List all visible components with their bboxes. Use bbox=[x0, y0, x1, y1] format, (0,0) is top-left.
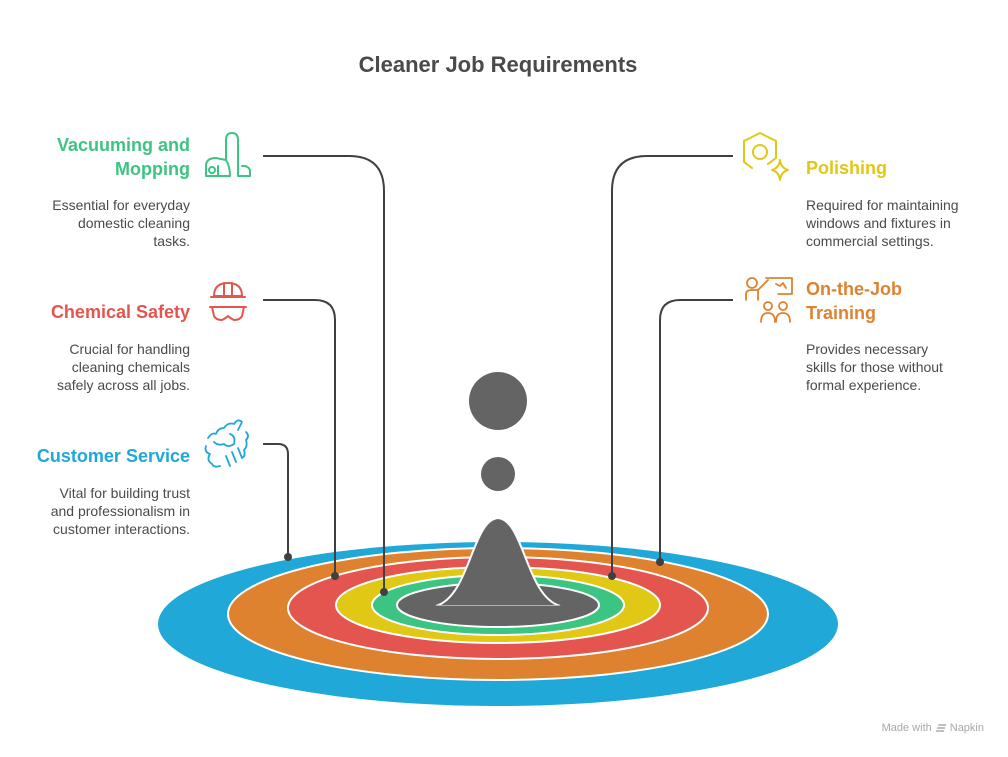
napkin-brand-label: Napkin bbox=[949, 722, 984, 734]
title-line: Polishing bbox=[806, 158, 887, 178]
handshake-icon bbox=[204, 419, 249, 468]
item-title-customer: Customer Service bbox=[10, 444, 190, 468]
item-desc-vacuuming: Essential for everyday domestic cleaning… bbox=[20, 196, 190, 250]
title-line: Vacuuming and bbox=[56, 135, 190, 155]
title-line: Customer Service bbox=[36, 446, 190, 466]
desc-line: Required for maintaining bbox=[806, 197, 959, 213]
made-with-label: Made with bbox=[881, 722, 932, 734]
desc-line: windows and fixtures in bbox=[806, 215, 951, 231]
desc-line: Vital for building trust bbox=[59, 485, 190, 501]
item-title-polishing: Polishing bbox=[806, 156, 996, 180]
desc-line: Crucial for handling bbox=[69, 341, 190, 357]
connector-dot-chemical bbox=[331, 572, 339, 580]
title-line: On-the-Job bbox=[806, 279, 902, 299]
desc-line: tasks. bbox=[153, 233, 190, 249]
item-title-training: On-the-Job Training bbox=[806, 277, 996, 325]
item-desc-customer: Vital for building trust and professiona… bbox=[10, 484, 190, 538]
diagram-title: Cleaner Job Requirements bbox=[358, 52, 638, 77]
desc-line: Essential for everyday bbox=[52, 197, 190, 213]
item-desc-training: Provides necessary skills for those with… bbox=[806, 340, 996, 394]
desc-line: formal experience. bbox=[806, 377, 922, 393]
title-line: Chemical Safety bbox=[50, 302, 190, 322]
title-line: Mopping bbox=[115, 159, 190, 179]
desc-line: safely across all jobs. bbox=[56, 377, 190, 393]
napkin-watermark[interactable]: Made with Napkin bbox=[882, 722, 984, 734]
connector-dot-training bbox=[656, 558, 664, 566]
desc-line: domestic cleaning bbox=[77, 215, 190, 231]
connector-dot-customer bbox=[284, 553, 292, 561]
connector-polishing bbox=[611, 155, 733, 576]
trainer-presentation-icon bbox=[745, 277, 793, 323]
item-desc-polishing: Required for maintaining windows and fix… bbox=[806, 196, 996, 250]
connector-dot-polishing bbox=[608, 572, 616, 580]
connector-customer bbox=[263, 443, 289, 557]
connector-vacuuming bbox=[263, 155, 385, 592]
desc-line: customer interactions. bbox=[53, 521, 190, 537]
desc-line: skills for those without bbox=[806, 359, 943, 375]
napkin-logo-icon bbox=[935, 724, 946, 732]
item-title-vacuuming: Vacuuming and Mopping bbox=[20, 133, 190, 181]
connector-dot-vacuuming bbox=[380, 588, 388, 596]
desc-line: Provides necessary bbox=[806, 341, 929, 357]
droplet-small bbox=[481, 457, 515, 491]
desc-line: commercial settings. bbox=[806, 233, 934, 249]
vacuum-cleaner-icon bbox=[205, 132, 251, 177]
polish-sparkle-icon bbox=[743, 132, 789, 181]
title-line: Training bbox=[806, 303, 877, 323]
droplet-large bbox=[469, 372, 527, 430]
connector-training bbox=[659, 299, 733, 562]
desc-line: cleaning chemicals bbox=[71, 359, 190, 375]
desc-line: and professionalism in bbox=[50, 503, 190, 519]
splash-peak bbox=[435, 516, 561, 607]
item-title-chemical: Chemical Safety bbox=[20, 300, 190, 324]
item-desc-chemical: Crucial for handling cleaning chemicals … bbox=[20, 340, 190, 394]
connector-chemical bbox=[263, 299, 336, 576]
safety-helmet-goggles-icon bbox=[209, 282, 247, 321]
